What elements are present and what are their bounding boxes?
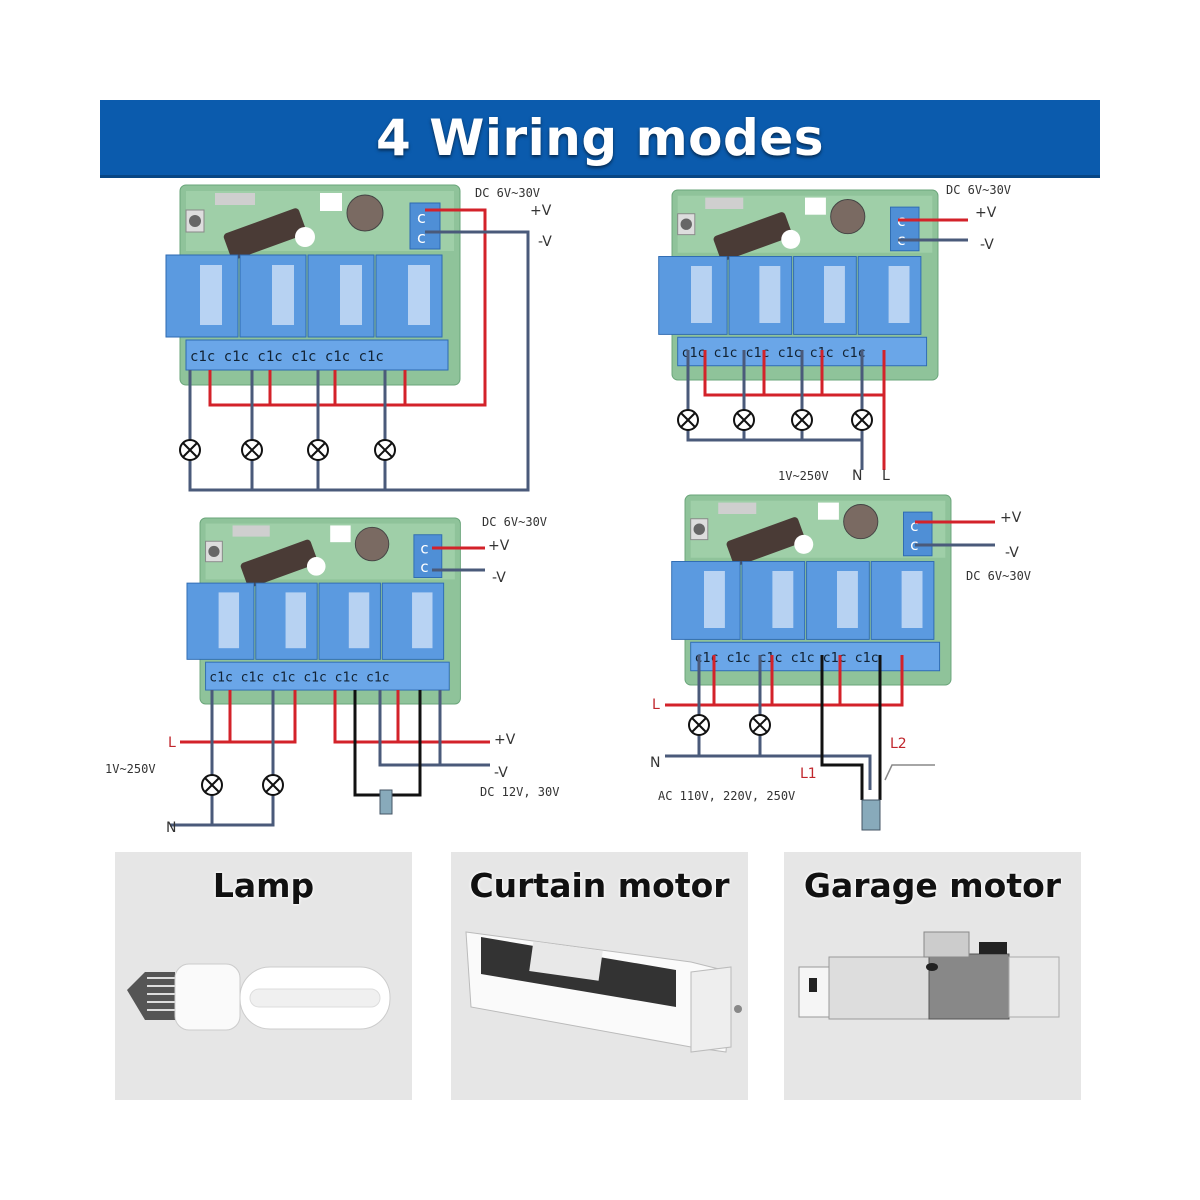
motor-plus-label: +V (494, 732, 516, 748)
diagram-mode-3: DC 6V~30V +V -V 1V~250V L N +V -V DC 12V… (105, 515, 559, 836)
lamp-symbol (241, 439, 263, 461)
plus-label: +V (530, 203, 552, 219)
wiring-diagrams: c c c1c c1c c1c c1c c1c c1c (105, 183, 1031, 836)
application-label: Lamp (212, 866, 315, 905)
supply-label: DC 6V~30V (482, 515, 547, 529)
application-card-lamp: Lamp (115, 852, 412, 1100)
supply-label: DC 6V~30V (475, 186, 540, 200)
minus-label: -V (538, 234, 552, 250)
lamp-symbol (851, 409, 873, 431)
ac-voltage-label: 1V~250V (778, 469, 829, 483)
supply-label: DC 6V~30V (966, 569, 1031, 583)
neutral-label: N (852, 468, 862, 484)
plus-label: +V (488, 538, 510, 554)
minus-label: -V (980, 237, 994, 253)
plus-label: +V (975, 205, 997, 221)
title-banner: 4 Wiring modes (100, 100, 1100, 178)
diagram-mode-2: DC 6V~30V +V -V 1V~250V N L (658, 183, 1011, 484)
lamp-symbol (262, 774, 284, 796)
motor-symbol (861, 799, 881, 831)
live-label: L (882, 468, 890, 484)
neutral-label: N (166, 820, 176, 836)
lamp-symbol (677, 409, 699, 431)
application-label: Garage motor (803, 866, 1062, 905)
application-card-curtain-motor: Curtain motor (451, 852, 748, 1100)
lamp-symbol (791, 409, 813, 431)
live-label: L (652, 697, 660, 713)
supply-label: DC 6V~30V (946, 183, 1011, 197)
live-label: L (168, 735, 176, 751)
lamp-symbol (307, 439, 329, 461)
l1-label: L1 (800, 766, 817, 782)
motor-supply-label: DC 12V, 30V (480, 785, 559, 799)
neutral-label: N (650, 755, 660, 771)
page-title: 4 Wiring modes (376, 108, 824, 167)
diagram-mode-1: DC 6V~30V +V -V (165, 184, 552, 492)
garage-motor-icon (798, 931, 1060, 1020)
lamp-symbol (688, 714, 710, 736)
application-label: Curtain motor (469, 866, 730, 905)
motor-symbol (379, 789, 393, 815)
motor-minus-label: -V (494, 765, 508, 781)
plus-label: +V (1000, 510, 1022, 526)
lamp-symbol (733, 409, 755, 431)
ac-voltage-label: 1V~250V (105, 762, 156, 776)
l2-label: L2 (890, 736, 907, 752)
curtain-motor-icon (465, 931, 742, 1053)
lamp-symbol (179, 439, 201, 461)
minus-label: -V (492, 570, 506, 586)
lamp-icon (127, 963, 391, 1031)
application-card-garage-motor: Garage motor (784, 852, 1081, 1100)
minus-label: -V (1005, 545, 1019, 561)
diagram-mode-4: +V -V DC 6V~30V L N L1 L2 AC 110V, 220V,… (650, 494, 1031, 831)
lamp-symbol (374, 439, 396, 461)
ac-voltage-label: AC 110V, 220V, 250V (658, 789, 795, 803)
lamp-symbol (749, 714, 771, 736)
lamp-symbol (201, 774, 223, 796)
